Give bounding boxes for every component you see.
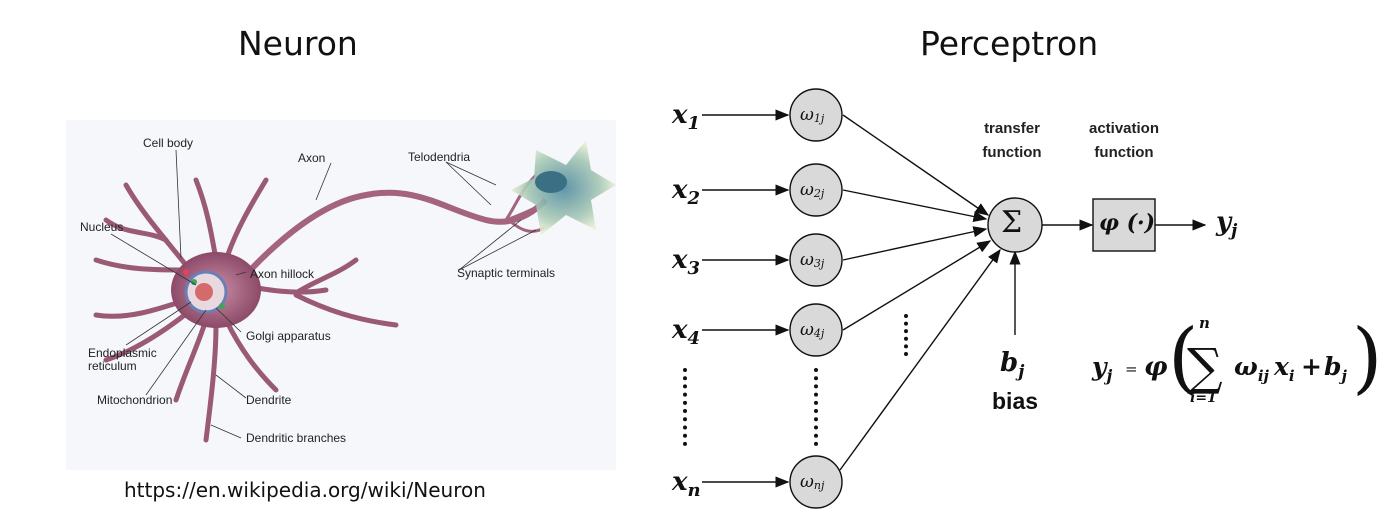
input-x4: x4: [672, 315, 701, 349]
output-yj: yj: [1216, 207, 1238, 242]
inputs-ellipsis: [683, 368, 687, 446]
weight-wnj: ωnj: [800, 472, 825, 492]
label-cell-body: Cell body: [143, 136, 194, 150]
formula-plus: +: [1301, 352, 1322, 381]
label-axon-hillock: Axon hillock: [250, 267, 315, 281]
weight-w2j: ω2j: [800, 180, 825, 200]
formula-sum-lower: i=1: [1190, 390, 1217, 406]
weights-ellipsis: [814, 368, 818, 446]
label-telodendria: Telodendria: [408, 150, 471, 164]
label-synaptic-terminals: Synaptic terminals: [457, 266, 556, 280]
connections-ellipsis: [904, 314, 908, 356]
perceptron-formula: yj = φ ( ∑ n i=1 ωij xi + bj ): [1092, 313, 1382, 410]
label-axon: Axon: [298, 151, 326, 165]
formula-x: xi: [1274, 352, 1295, 385]
sum-symbol: Σ: [1001, 205, 1023, 240]
weight-w1j: ω1j: [800, 105, 825, 125]
label-dendrite: Dendrite: [246, 393, 292, 407]
label-golgi-apparatus: Golgi apparatus: [246, 329, 331, 343]
formula-lhs: yj: [1092, 352, 1113, 385]
input-x2: x2: [672, 175, 701, 209]
label-nucleus: Nucleus: [80, 220, 124, 234]
bias-label: bias: [992, 388, 1039, 414]
formula-bias: bj: [1324, 352, 1347, 385]
label-endoplasmic: Endoplasmic: [88, 346, 157, 360]
neuron-illustration: [66, 120, 616, 470]
formula-eq: =: [1125, 360, 1138, 378]
bias-bj: bj: [1000, 348, 1025, 383]
formula-weight: ωij: [1234, 352, 1269, 385]
weight-w4j: ω4j: [800, 320, 825, 340]
weight-w3j: ω3j: [800, 250, 825, 270]
formula-sigma: ∑: [1187, 338, 1223, 396]
input-x3: x3: [672, 245, 701, 279]
formula-sum-upper: n: [1199, 314, 1210, 332]
activation-symbol: φ (·): [1099, 210, 1156, 236]
label-reticulum: reticulum: [88, 359, 137, 373]
perceptron-diagram: [702, 88, 1207, 509]
input-x1: x1: [672, 100, 701, 134]
label-dendritic-branches: Dendritic branches: [246, 431, 347, 445]
formula-right-paren: ): [1352, 313, 1383, 403]
neuron-title: Neuron: [238, 24, 358, 63]
source-url-link[interactable]: https://en.wikipedia.org/wiki/Neuron: [124, 478, 486, 502]
perceptron-title: Perceptron: [920, 24, 1099, 63]
label-mitochondrion: Mitochondrion: [97, 393, 173, 407]
formula-phi: φ: [1144, 352, 1168, 382]
formula-left-paren: (: [1168, 313, 1199, 403]
input-xn: xn: [672, 467, 701, 501]
